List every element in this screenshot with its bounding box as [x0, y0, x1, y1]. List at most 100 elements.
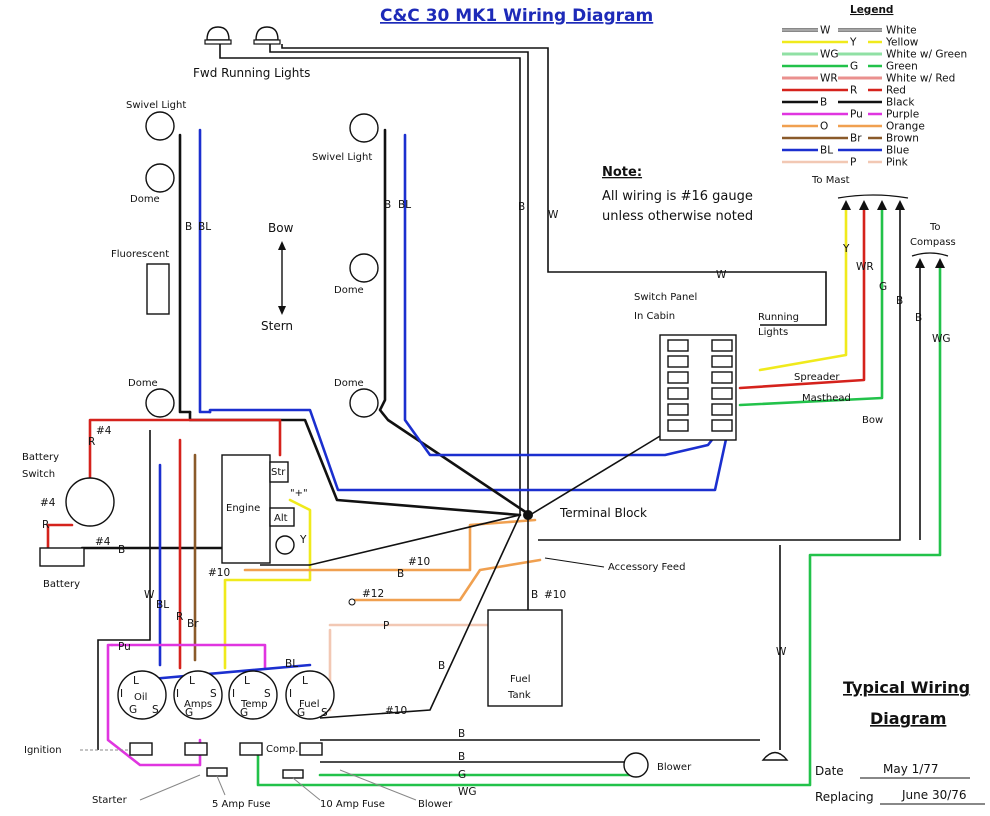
- ignition-switch-icon: [129, 742, 153, 756]
- to-compass-label-2: Compass: [910, 237, 956, 248]
- ground-lamp-icon: [761, 751, 789, 761]
- gauge-1-g: G: [129, 704, 137, 716]
- battery-icon: [39, 547, 85, 567]
- wire-label-wg-low: WG: [458, 786, 477, 798]
- wire-label-fwd-b: B: [518, 201, 525, 213]
- terminal-block-node: [523, 510, 533, 520]
- to-compass-brace: [911, 252, 949, 257]
- legend-code: Pu: [850, 109, 863, 121]
- fwd-running-lights-label: Fwd Running Lights: [193, 66, 310, 80]
- wire-fwd-black: [219, 44, 521, 515]
- engine-label: Engine: [226, 503, 260, 514]
- engine-sender-icon: [275, 535, 295, 555]
- panel-switch-icon: [711, 355, 733, 368]
- starter-pointer: [139, 774, 201, 801]
- wire-label-b-low-1: B: [458, 728, 465, 740]
- panel-switch-icon: [667, 355, 689, 368]
- gauge-1-l: L: [133, 675, 139, 687]
- legend-code-bg: [848, 60, 868, 71]
- switch-rows: [667, 339, 733, 432]
- switch-panel-label-2: In Cabin: [634, 311, 675, 322]
- wire-label-12: #12: [362, 588, 384, 600]
- legend-code-bg: [848, 132, 868, 143]
- legend-name: Brown: [886, 133, 919, 145]
- wire-left-black: [178, 133, 192, 414]
- legend-name: Orange: [886, 121, 925, 133]
- mast-conn-2-icon: [859, 200, 869, 210]
- alt-label: Alt: [274, 513, 288, 524]
- compass-conn-1-icon: [915, 258, 925, 268]
- legend-code: B: [820, 97, 827, 109]
- panel-switch-icon: [711, 419, 733, 432]
- starter-label: Starter: [92, 795, 128, 806]
- legend-name: Green: [886, 61, 918, 73]
- oil-gauge-label: Oil: [134, 692, 147, 703]
- wire-label-w-right: W: [776, 646, 787, 658]
- gauges: Pu BL Oil Amps Temp Fuel L I G S L I G S…: [117, 641, 335, 720]
- legend-code-bg: [848, 36, 868, 47]
- switch-panel-label-1: Switch Panel: [634, 292, 697, 303]
- diagram-title: C&C 30 MK1 Wiring Diagram: [380, 6, 653, 26]
- starter-switch-icon: [184, 742, 208, 756]
- wire-fwd-black-2: [269, 44, 529, 515]
- legend-code-bg: [848, 84, 868, 95]
- legend-code: BL: [820, 145, 833, 157]
- mast-conn-1-icon: [841, 200, 851, 210]
- ignition-label: Ignition: [24, 745, 62, 756]
- wire-left-black-run: [188, 410, 522, 517]
- panel-switch-icon: [711, 387, 733, 400]
- wire-label-batt-b: B: [118, 544, 125, 556]
- legend-code: WR: [820, 73, 838, 85]
- date-value: May 1/77: [883, 762, 939, 776]
- wire-label-b10-b: B: [531, 589, 538, 601]
- battery-switch-icon: [65, 477, 115, 527]
- switch-panel: Switch Panel In Cabin Running Lights Spr…: [634, 292, 883, 441]
- fuse-10-label: 10 Amp Fuse: [320, 799, 385, 810]
- legend-name: Pink: [886, 157, 909, 169]
- legend-code: R: [850, 85, 857, 97]
- wire-label-compass-wg: WG: [932, 333, 951, 345]
- wire-label-bl-gauge: BL: [285, 658, 298, 670]
- wire-mast-green: [738, 208, 884, 407]
- oil-gauge-icon: [117, 670, 167, 720]
- wire-compass-green: [256, 266, 942, 787]
- legend-name: Blue: [886, 145, 909, 157]
- legend-name: White: [886, 25, 917, 37]
- legend-code: W: [820, 25, 831, 37]
- wire-battery-red-left: [46, 523, 74, 550]
- wire-label-batt-4-left: #4: [40, 497, 56, 509]
- note-line-2: unless otherwise noted: [602, 209, 753, 224]
- alternator-box: [269, 507, 295, 527]
- wire-panel-feed: [529, 429, 671, 516]
- wire-label-mast-g: G: [879, 281, 887, 293]
- wire-label-10-top: #10: [408, 556, 430, 568]
- mast-conn-3-icon: [877, 200, 887, 210]
- wire-label-batt-r-left: R: [42, 519, 49, 531]
- wire-label-left-b: B: [185, 221, 192, 233]
- typical-diagram-label: Diagram: [870, 709, 946, 728]
- fuel-tank-box: [487, 609, 563, 707]
- blower-switch-icon: [299, 742, 323, 756]
- left-light-column: Swivel Light Dome Fluorescent Dome B BL: [111, 100, 211, 418]
- wire-label-10-b: B: [397, 568, 404, 580]
- gauge-4-g: G: [297, 707, 305, 719]
- wire-10-top: [260, 514, 521, 566]
- spreader-label: Spreader: [794, 372, 840, 383]
- mast-conn-4-icon: [895, 200, 905, 210]
- running-lights-label-2: Lights: [758, 327, 788, 338]
- bow-light-label: Bow: [862, 415, 883, 426]
- date-label: Date: [815, 764, 844, 778]
- typical-wiring-label: Typical Wiring: [843, 678, 970, 697]
- legend-item: W White: [782, 24, 917, 37]
- to-mast-label: To Mast: [811, 175, 850, 186]
- legend-name: Purple: [886, 109, 919, 121]
- gauge-3-s: S: [264, 688, 271, 700]
